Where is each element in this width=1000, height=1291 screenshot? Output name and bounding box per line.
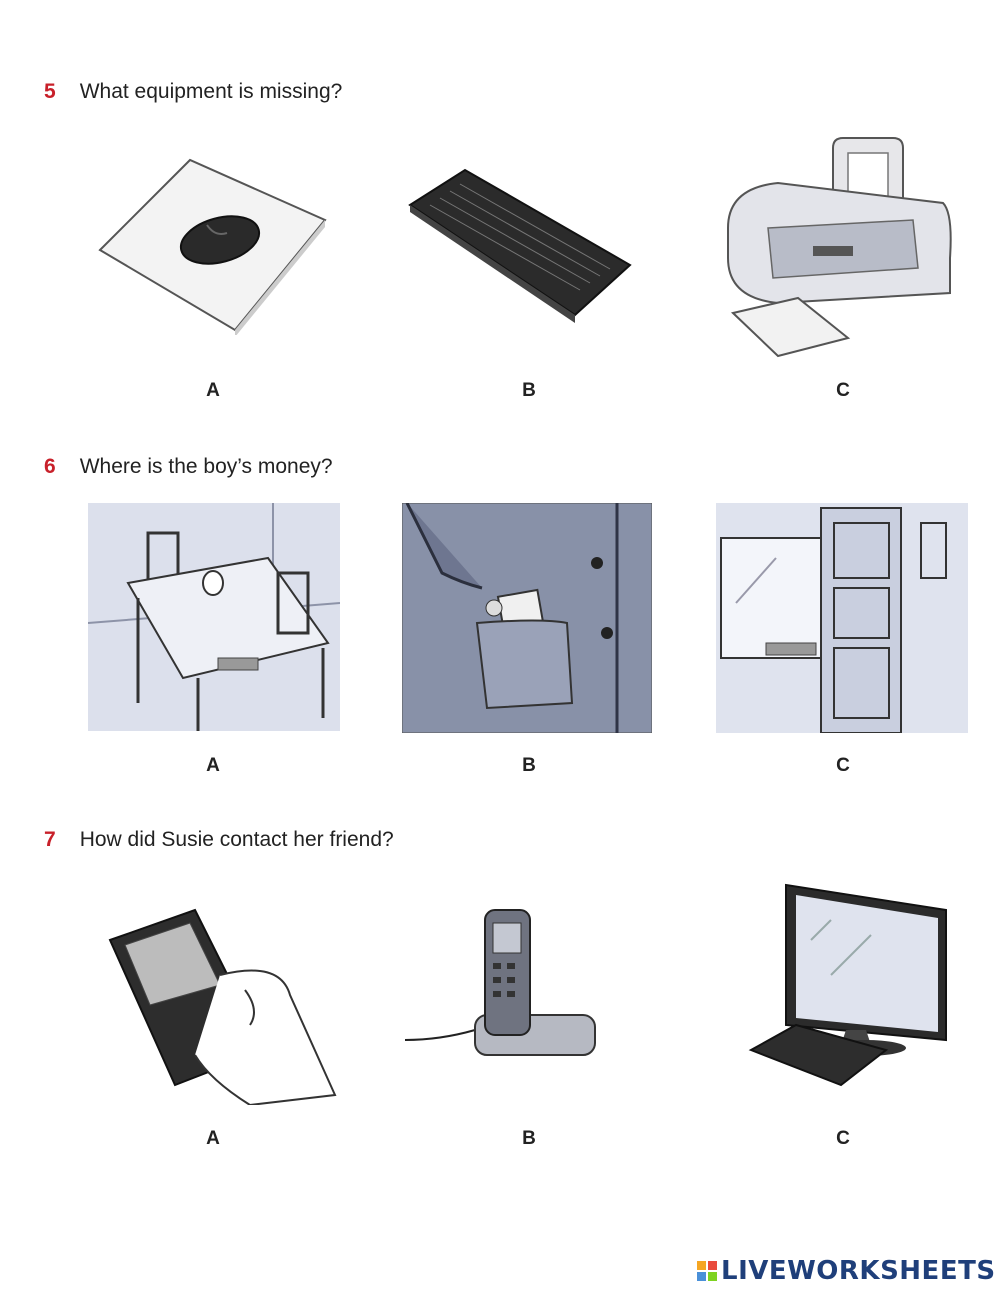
question-number: 7 [44,828,56,851]
option-b[interactable]: B [522,380,536,401]
question-6: 6 Where is the boy’s money? [44,455,333,479]
money-on-table-icon[interactable] [88,503,340,731]
desktop-computer-icon[interactable] [746,880,956,1100]
option-b[interactable]: B [522,1128,536,1149]
option-c[interactable]: C [836,755,850,776]
logo-text: LIVEWORKSHEETS [721,1256,996,1286]
money-on-windowsill-icon[interactable] [716,503,968,733]
mouse-on-mousepad-icon[interactable] [95,155,330,335]
option-c[interactable]: C [836,380,850,401]
question-text: Where is the boy’s money? [79,455,333,478]
liveworksheets-logo[interactable]: LIVEWORKSHEETS [697,1256,996,1286]
option-a[interactable]: A [206,380,220,401]
cordless-phone-icon[interactable] [400,905,600,1075]
question-text: What equipment is missing? [79,80,343,103]
question-number: 5 [44,80,56,103]
question-text: How did Susie contact her friend? [79,828,394,851]
question-5: 5 What equipment is missing? [44,80,342,104]
option-a[interactable]: A [206,1128,220,1149]
keyboard-icon[interactable] [405,160,635,325]
logo-mark-icon [697,1261,717,1281]
printer-icon[interactable] [718,128,958,358]
money-in-coat-pocket-icon[interactable] [402,503,652,733]
smartphone-in-hand-icon[interactable] [100,905,340,1105]
option-b[interactable]: B [522,755,536,776]
question-number: 6 [44,455,56,478]
question-7: 7 How did Susie contact her friend? [44,828,394,852]
option-c[interactable]: C [836,1128,850,1149]
option-a[interactable]: A [206,755,220,776]
